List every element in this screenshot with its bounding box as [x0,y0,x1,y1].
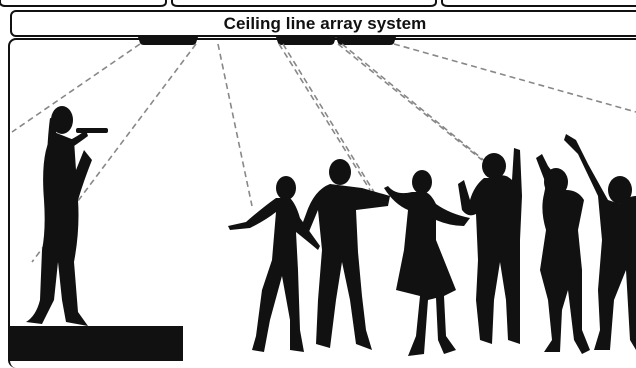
dancer-silhouette-3 [384,170,470,356]
speaker-array-left [138,37,198,45]
speaker-array-center [276,37,336,45]
dancer-silhouette-4 [458,148,522,344]
dancer-silhouette-2 [300,159,390,350]
speaker-array-right [336,37,396,45]
stage-platform [10,326,183,361]
dancer-silhouette-1 [228,176,320,352]
singer-silhouette [26,106,108,326]
dancer-silhouette-5 [536,154,590,354]
ceiling-speaker-arrays [138,37,396,45]
